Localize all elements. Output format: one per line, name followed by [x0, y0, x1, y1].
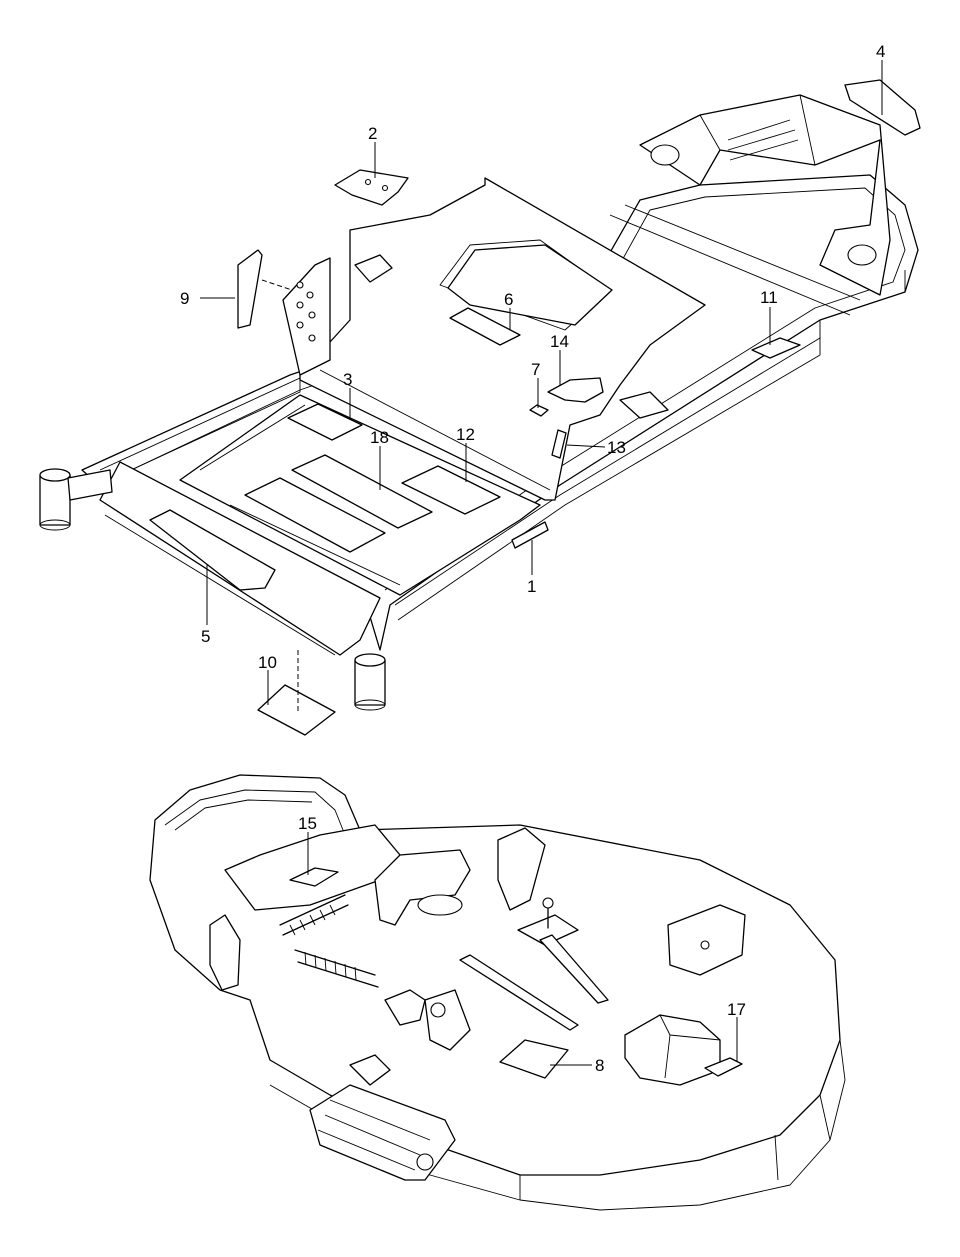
floor-pad-decal-a: [244, 477, 386, 553]
mower-deck-assembly: [149, 774, 846, 1211]
callout-3: 3: [343, 370, 352, 389]
center-pivot: [517, 914, 579, 946]
callout-4: 4: [876, 42, 885, 61]
decal-10: [257, 684, 336, 736]
callout-13: 13: [607, 438, 626, 457]
right-caster-tube: [354, 653, 386, 711]
seat-opening: [447, 244, 613, 326]
deck-left-dome: [164, 789, 346, 836]
decal-3: [287, 403, 363, 441]
rear-crossmember: [609, 214, 851, 316]
decal-6: [449, 307, 521, 346]
frame-left-rail: [99, 377, 301, 483]
frame-right-rail: [394, 337, 821, 621]
deck-slot-b: [539, 934, 609, 1004]
lift-bracket: [374, 849, 471, 926]
callout-9: 9: [180, 289, 189, 308]
decal-8: [499, 1039, 569, 1079]
callout-6: 6: [504, 290, 513, 309]
callout-15: 15: [298, 814, 317, 833]
leader-lines: [200, 60, 883, 1066]
floor-pad-decal-b: [291, 454, 433, 529]
callout-labels: 4 2 9 6 11 14 7 3 18 12 13 1 5 10 15 8 1…: [180, 42, 885, 1075]
callout-18: 18: [370, 428, 389, 447]
callout-8: 8: [595, 1056, 604, 1075]
callout-12: 12: [456, 425, 475, 444]
decal-15: [289, 867, 339, 887]
deck-slot-a: [459, 954, 579, 1031]
left-caster-tube: [39, 468, 113, 531]
decal-13: [551, 429, 567, 459]
bracket-2: [334, 169, 409, 206]
callout-1: 1: [527, 577, 536, 596]
callout-7: 7: [531, 360, 540, 379]
middle-bracket: [497, 827, 546, 911]
decal-17: [704, 1057, 743, 1077]
front-roller: [309, 1054, 456, 1181]
bracket-14: [547, 377, 604, 403]
springs: [279, 894, 379, 988]
lower-left-bracket: [384, 989, 426, 1026]
rail-decal: [511, 521, 549, 549]
deck-right-bracket: [667, 904, 746, 976]
callout-5: 5: [201, 627, 210, 646]
callout-11: 11: [760, 288, 778, 307]
rear-panel: [639, 94, 891, 296]
callout-14: 14: [550, 332, 569, 351]
callout-10: 10: [258, 653, 277, 672]
deck-left-bracket: [209, 914, 241, 991]
decal-12: [401, 465, 501, 515]
footrest-decal: [149, 509, 276, 591]
callout-17: 17: [727, 1000, 746, 1019]
decal-11: [751, 337, 801, 359]
frame-assembly: [39, 94, 919, 711]
callout-2: 2: [368, 124, 377, 143]
decal-9: [237, 249, 263, 329]
left-side-plate: [282, 257, 331, 376]
decal-7: [529, 404, 549, 417]
